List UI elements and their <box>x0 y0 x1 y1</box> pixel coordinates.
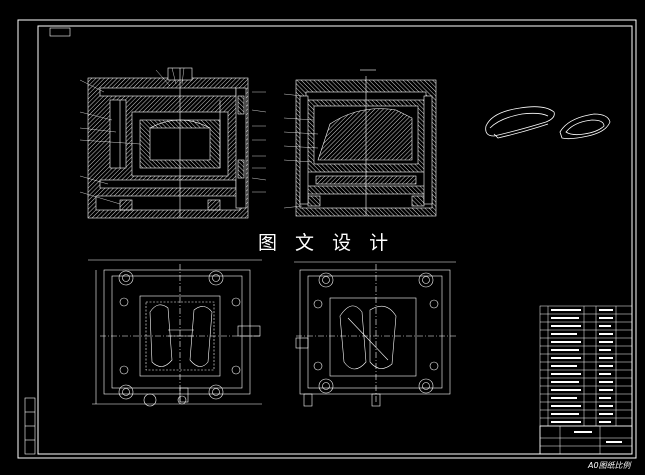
frame-tag <box>52 29 70 36</box>
revision-strip <box>24 397 36 455</box>
sheet-format-label: A0图纸比例 <box>588 461 631 470</box>
title-block <box>539 305 633 455</box>
section-view-right <box>295 69 437 217</box>
leader-lines-left <box>79 67 267 205</box>
section-view-left <box>87 67 249 219</box>
watermark-text: 图 文 设 计 <box>258 232 395 254</box>
plan-view-right <box>294 261 456 407</box>
technical-notes <box>488 148 616 149</box>
plan-view-left <box>88 259 262 407</box>
title-block-text-marks <box>551 309 622 443</box>
product-sketch <box>485 106 611 140</box>
leader-lines-right <box>283 93 319 209</box>
drawing-frame <box>17 19 637 459</box>
